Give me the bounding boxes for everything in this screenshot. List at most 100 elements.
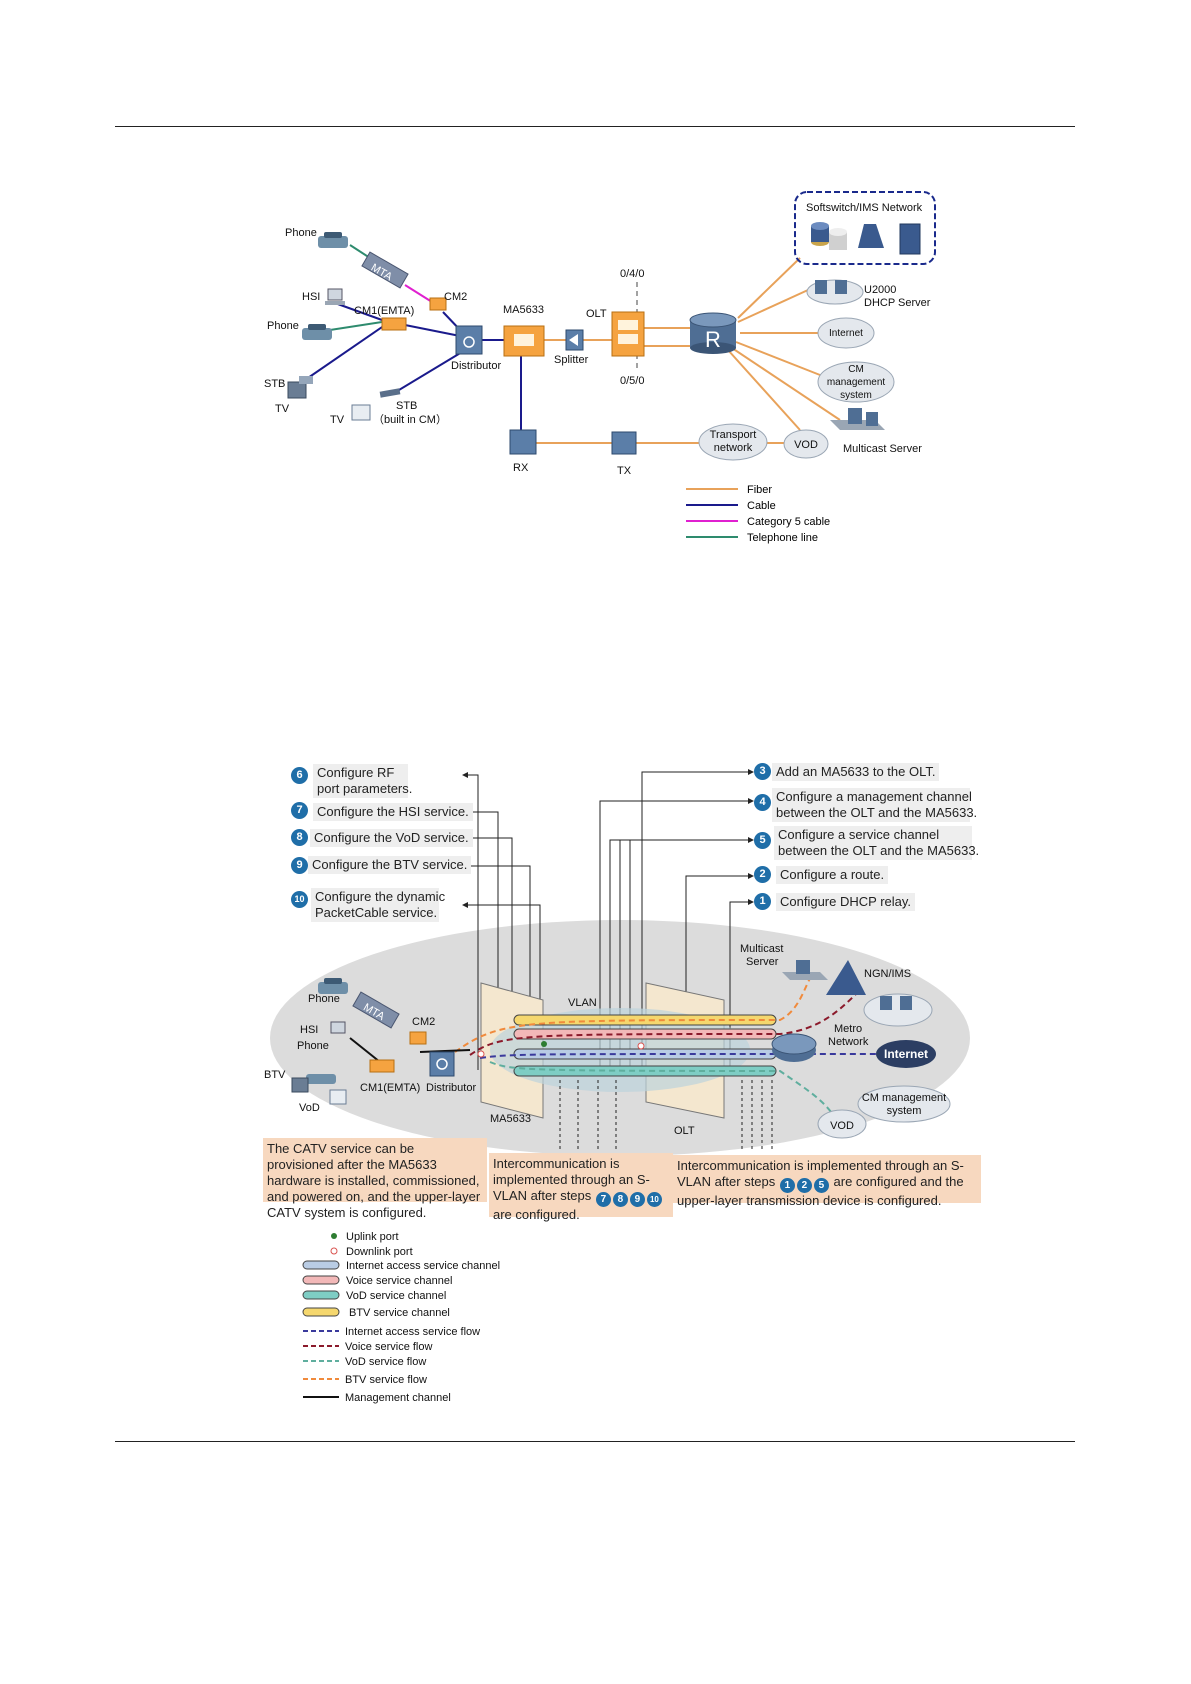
step-3-text-1: Add an MA5633 to the OLT. <box>776 764 936 779</box>
step-4-text-1: Configure a management channel <box>776 789 972 804</box>
legend-btv-channel-swatch <box>302 1307 340 1317</box>
database-icon <box>811 222 847 250</box>
legend-internet-channel-label: Internet access service channel <box>346 1260 500 1272</box>
step-3-box: Add an MA5633 to the OLT. <box>772 763 940 781</box>
cm-management-cloud-icon <box>817 361 895 403</box>
legend-fiber-label: Fiber <box>747 484 772 496</box>
u2000-server-icon <box>806 279 864 305</box>
step-4-box: Configure a management channel between t… <box>772 788 978 822</box>
note-catv-provisioning: The CATV service can be provisioned afte… <box>263 1138 487 1220</box>
label-stb-left: STB <box>264 378 285 390</box>
label-cm1: CM1(EMTA) <box>354 305 414 317</box>
step-4-text-2: between the OLT and the MA5633. <box>776 805 978 820</box>
metro-router-icon <box>771 1033 817 1062</box>
legend-btv-channel-label: BTV service channel <box>349 1307 450 1319</box>
pc-icon <box>330 1021 346 1034</box>
label-mta: MTA <box>361 1001 387 1023</box>
step-2-number: 2 <box>754 866 771 883</box>
label-stb-mid: STB <box>396 400 417 412</box>
transport-network-cloud-icon <box>698 423 768 461</box>
connections <box>304 244 841 444</box>
label-internet: Internet <box>884 1047 928 1061</box>
legend-cable-label: Cable <box>747 500 776 512</box>
legend-cat5-label: Category 5 cable <box>747 516 830 528</box>
step-7-box: Configure the HSI service. <box>313 803 473 821</box>
service-flows <box>454 974 878 1119</box>
tv-mid-icon <box>351 404 371 421</box>
vod-tv-icon <box>329 1089 347 1105</box>
step-10-number: 10 <box>291 891 308 908</box>
step-3-number: 3 <box>754 763 771 780</box>
legend-downlink-swatch <box>330 1247 338 1255</box>
label-distributor: Distributor <box>451 360 501 372</box>
step-1-number: 1 <box>754 893 771 910</box>
tx-icon <box>611 431 637 455</box>
legend-downlink-label: Downlink port <box>346 1246 413 1258</box>
phone-top-icon <box>318 232 348 248</box>
label-cm2: CM2 <box>412 1016 435 1028</box>
label-u2000: U2000 <box>864 284 896 296</box>
management-channel <box>349 1037 471 1063</box>
step-5-box: Configure a service channel between the … <box>774 826 979 860</box>
legend-telephone-label: Telephone line <box>747 532 818 544</box>
distributor-icon <box>429 1051 455 1077</box>
step-8-text-1: Configure the VoD service. <box>314 830 469 845</box>
step-2-box: Configure a route. <box>776 866 889 884</box>
olt-icon <box>611 311 645 357</box>
label-cm2: CM2 <box>444 291 467 303</box>
figure1-legend: Fiber Cable Category 5 cable Telephone l… <box>686 484 830 544</box>
step-4-number: 4 <box>754 794 771 811</box>
label-olt: OLT <box>674 1125 695 1137</box>
label-tv-left: TV <box>275 403 290 415</box>
tv-left-icon <box>287 376 313 399</box>
mta-icon <box>352 991 400 1029</box>
multicast-server-icon <box>830 408 885 430</box>
legend-internet-flow-label: Internet access service flow <box>345 1326 480 1338</box>
legend-voice-channel-label: Voice service channel <box>346 1275 452 1287</box>
note-svlan-ma5633-text: Intercommunication is implemented throug… <box>493 1156 650 1203</box>
legend-vod-flow-label: VoD service flow <box>345 1356 426 1368</box>
router-icon: R <box>689 312 737 354</box>
step-7-text-1: Configure the HSI service. <box>317 804 469 819</box>
note-step-10-badge: 10 <box>646 1192 662 1207</box>
cm-management-cloud-icon <box>857 1085 951 1123</box>
label-port-bottom: 0/5/0 <box>620 375 644 387</box>
step-connectors <box>466 771 750 1070</box>
note-step-7-badge: 7 <box>595 1192 611 1207</box>
label-cm1: CM1(EMTA) <box>360 1082 420 1094</box>
step-2-text-1: Configure a route. <box>780 867 885 882</box>
vlan-bundle <box>490 1008 750 1092</box>
label-vlan: VLAN <box>568 997 597 1009</box>
rx-icon <box>509 429 537 455</box>
downlink-port-dot <box>477 1050 485 1058</box>
label-transport-1: Transport <box>710 429 757 441</box>
label-internet: Internet <box>829 328 863 339</box>
label-ma5633: MA5633 <box>490 1113 531 1125</box>
label-cm-management-2: system <box>887 1105 922 1117</box>
note-svlan-olt-post: are configured and the upper-layer trans… <box>677 1174 964 1208</box>
step-10-box: Configure the dynamic PacketCable servic… <box>311 888 445 922</box>
mta-icon <box>361 251 409 289</box>
label-multicast-1: Multicast <box>740 943 783 955</box>
note-step-5-badge: 5 <box>813 1178 829 1193</box>
label-hsi: HSI <box>300 1024 318 1036</box>
phone-mid-icon <box>306 1074 336 1084</box>
step-6-text-1: Configure RF <box>317 765 395 780</box>
legend-voice-channel-swatch <box>302 1275 340 1285</box>
vod-cloud-icon <box>783 429 829 459</box>
network-scope-ellipse <box>270 920 970 1156</box>
step-8-number: 8 <box>291 829 308 846</box>
step-6-number: 6 <box>291 767 308 784</box>
note-arrows <box>559 1080 773 1152</box>
label-multicast-2: Server <box>746 956 779 968</box>
note-svlan-olt-text: Intercommunication is implemented throug… <box>677 1158 964 1189</box>
label-vod-right: VOD <box>830 1120 854 1132</box>
phone-mid-icon <box>302 324 332 340</box>
splitter-icon <box>565 329 584 351</box>
ngn-ims-icon <box>826 960 866 995</box>
internet-cloud-icon <box>817 317 875 349</box>
step-7-number: 7 <box>291 802 308 819</box>
phone-top-icon <box>318 978 348 994</box>
label-distributor: Distributor <box>426 1082 476 1094</box>
note-step-1-badge: 1 <box>779 1178 795 1193</box>
